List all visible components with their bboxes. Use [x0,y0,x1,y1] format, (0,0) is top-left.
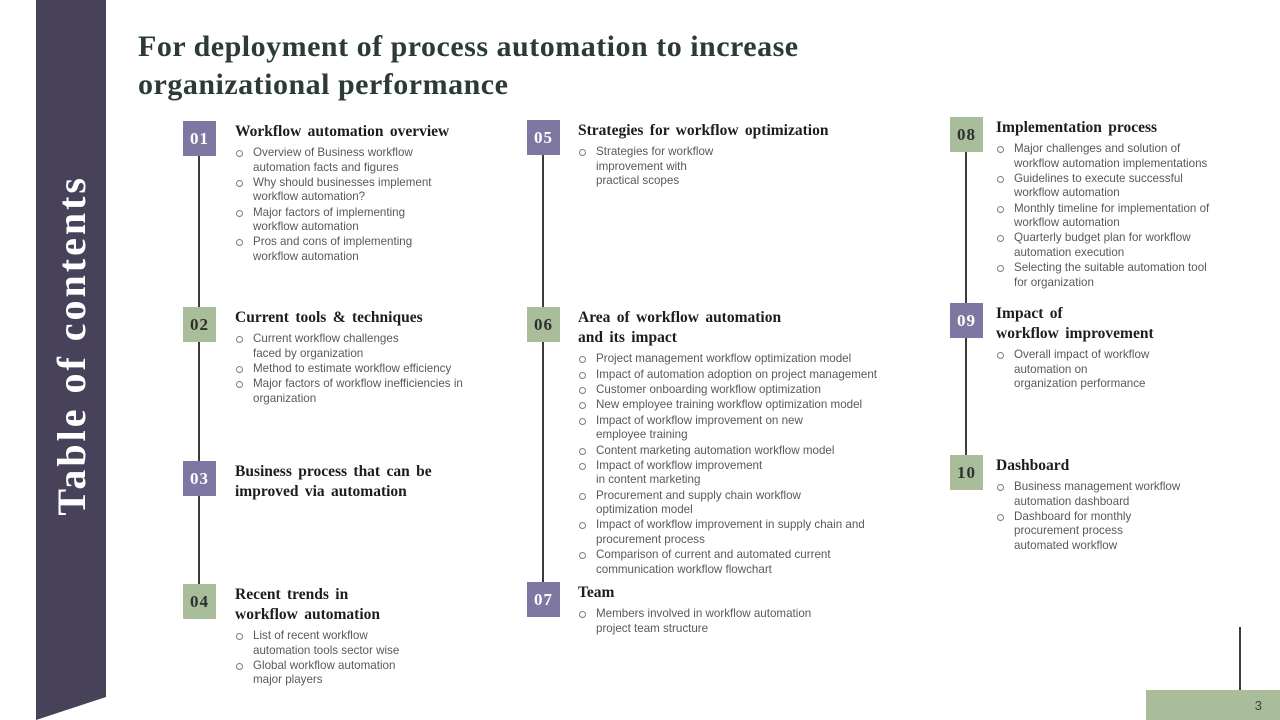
list-item: New employee training workflow optimizat… [578,398,938,412]
section-title: Business process that can be improved vi… [235,463,432,501]
table-of-contents-label: Table of contents [48,174,94,516]
toc-section-02: 02 Current tools & techniques Current wo… [183,307,535,407]
toc-section-10: 10 Dashboard Business management workflo… [950,455,1280,554]
list-item: Major challenges and solution of workflo… [996,142,1256,171]
section-item-list: Overall impact of workflow automation on… [996,348,1196,391]
section-item-list: Major challenges and solution of workflo… [996,142,1256,290]
list-item: Selecting the suitable automation tool f… [996,261,1256,290]
section-title: Area of workflow automation and its impa… [578,309,782,347]
list-item: Content marketing automation workflow mo… [578,444,938,458]
section-number-badge: 03 [183,461,216,496]
list-item: Why should businesses implement workflow… [235,176,465,205]
section-title: Workflow automation overview [235,123,450,140]
section-item-list: Members involved in workflow automation … [578,607,868,636]
toc-section-07: 07 Team Members involved in workflow aut… [527,582,958,637]
section-title: Impact of workflow improvement [996,305,1154,343]
list-item: Major factors of implementing workflow a… [235,206,465,235]
section-title: Strategies for workflow optimization [578,122,829,139]
section-number-badge: 02 [183,307,216,342]
section-number-badge: 01 [183,121,216,156]
list-item: Global workflow automation major players [235,659,435,688]
list-item: Members involved in workflow automation … [578,607,868,636]
footer-accent-line [1239,627,1241,690]
connector-line [198,496,200,584]
page-title: For deployment of process automation to … [138,30,799,101]
list-item: List of recent workflow automation tools… [235,629,435,658]
list-item: Dashboard for monthly procurement proces… [996,510,1196,553]
connector-line [965,152,967,303]
connector-line [198,156,200,307]
list-item: Business management workflow automation … [996,480,1196,509]
connector-line [965,338,967,455]
list-item: Quarterly budget plan for workflow autom… [996,231,1256,260]
list-item: Method to estimate workflow efficiency [235,362,490,376]
section-number-badge: 10 [950,455,983,490]
toc-section-01: 01 Workflow automation overview Overview… [183,121,535,265]
list-item: Impact of workflow improvement in supply… [578,518,938,547]
list-item: Project management workflow optimization… [578,352,938,366]
list-item: Customer onboarding workflow optimizatio… [578,383,938,397]
list-item: Guidelines to execute successful workflo… [996,172,1256,201]
toc-section-04: 04 Recent trends in workflow automation … [183,584,535,689]
list-item: Impact of workflow improvement on new em… [578,414,938,443]
list-item: Major factors of workflow inefficiencies… [235,377,490,406]
section-item-list: Current workflow challenges faced by org… [235,332,490,406]
list-item: Monthly timeline for implementation of w… [996,202,1256,231]
section-title: Recent trends in workflow automation [235,586,381,624]
list-item: Impact of workflow improvement in conten… [578,459,938,488]
section-number-badge: 05 [527,120,560,155]
connector-line [198,342,200,461]
list-item: Procurement and supply chain workflow op… [578,489,938,518]
section-item-list: Overview of Business workflow automation… [235,146,465,264]
list-item: Current workflow challenges faced by org… [235,332,490,361]
section-number-badge: 09 [950,303,983,338]
section-number-badge: 06 [527,307,560,342]
section-title: Implementation process [996,119,1158,136]
section-title: Dashboard [996,457,1070,474]
toc-section-05: 05 Strategies for workflow optimization … [527,120,958,189]
list-item: Comparison of current and automated curr… [578,548,938,577]
section-item-list: Business management workflow automation … [996,480,1196,553]
section-title: Team [578,584,615,601]
toc-section-08: 08 Implementation process Major challeng… [950,117,1280,291]
connector-line [542,155,544,307]
connector-line [542,342,544,582]
list-item: Pros and cons of implementing workflow a… [235,235,465,264]
section-item-list: List of recent workflow automation tools… [235,629,435,688]
section-item-list: Strategies for workflow improvement with… [578,145,768,188]
section-number-badge: 08 [950,117,983,152]
section-item-list: Project management workflow optimization… [578,352,938,577]
list-item: Strategies for workflow improvement with… [578,145,768,188]
toc-section-09: 09 Impact of workflow improvement Overal… [950,303,1280,392]
footer-bar: 3 [1146,690,1280,720]
toc-section-06: 06 Area of workflow automation and its i… [527,307,958,578]
list-item: Impact of automation adoption on project… [578,368,938,382]
table-of-contents-ribbon: Table of contents [36,0,106,720]
section-number-badge: 07 [527,582,560,617]
toc-section-03: 03 Business process that can be improved… [183,461,535,502]
section-title: Current tools & techniques [235,309,423,326]
section-number-badge: 04 [183,584,216,619]
page-number: 3 [1254,697,1262,713]
list-item: Overview of Business workflow automation… [235,146,465,175]
list-item: Overall impact of workflow automation on… [996,348,1196,391]
